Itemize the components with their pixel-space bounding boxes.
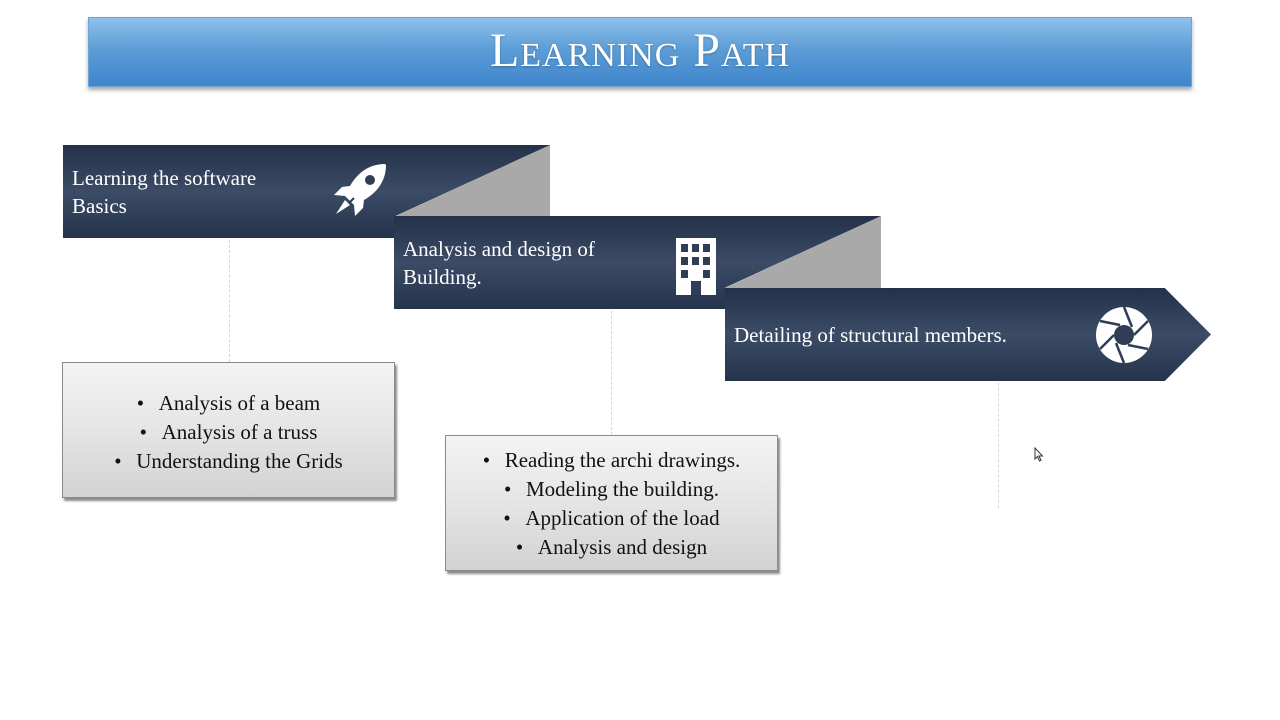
step-1-fold — [394, 145, 550, 217]
step-2-label-line-2: Building. — [403, 265, 482, 289]
topic-text: Analysis of a beam — [158, 391, 321, 415]
bullet: • — [139, 420, 147, 444]
list-item: • Application of the load — [446, 504, 777, 533]
title-bar: Learning Path — [88, 17, 1192, 87]
mouse-cursor-icon — [1034, 447, 1044, 462]
list-item: • Analysis of a beam — [63, 389, 394, 418]
bullet: • — [482, 448, 491, 472]
topic-text: Modeling the building. — [525, 477, 720, 501]
bullet: • — [136, 391, 145, 415]
connector-step-1 — [229, 240, 230, 362]
step-1-topics-list: • Analysis of a beam • Analysis of a truss… — [63, 389, 394, 476]
step-1-label-line-2: Basics — [72, 194, 127, 218]
rocket-icon — [334, 164, 386, 216]
step-1-label-line-1: Learning the software — [72, 166, 257, 190]
step-2-fold — [725, 216, 881, 288]
step-3-label-line-1: Detailing of structural members. — [734, 323, 1007, 347]
topic-text: Reading the archi drawings. — [504, 448, 741, 472]
topic-text: Analysis of a truss — [161, 420, 318, 444]
list-item: • Modeling the building. — [446, 475, 777, 504]
topic-text: Application of the load — [525, 506, 720, 530]
step-1-label: Learning the software Basics — [72, 164, 332, 220]
step-2-topics-box: • Reading the archi drawings. • Modeling t… — [445, 435, 778, 571]
page-title: Learning Path — [489, 24, 791, 77]
list-item: • Understanding the Grids — [63, 447, 394, 476]
list-item: • Reading the archi drawings. — [446, 446, 777, 475]
list-item: • Analysis and design — [446, 533, 777, 562]
step-2-label-line-1: Analysis and design of — [403, 237, 595, 261]
connector-step-3 — [998, 383, 999, 508]
building-icon — [676, 238, 716, 295]
aperture-icon — [1096, 306, 1152, 364]
bullet: • — [503, 506, 511, 530]
step-3-label: Detailing of structural members. — [734, 321, 1094, 349]
step-2-label: Analysis and design of Building. — [403, 235, 673, 291]
topic-text: Analysis and design — [537, 535, 708, 559]
connector-step-2 — [611, 311, 612, 435]
topic-text: Understanding the Grids — [136, 449, 343, 473]
bullet: • — [515, 535, 524, 559]
bullet: • — [114, 449, 122, 473]
step-1-topics-box: • Analysis of a beam • Analysis of a truss… — [62, 362, 395, 498]
bullet: • — [503, 477, 512, 501]
list-item: • Analysis of a truss — [63, 418, 394, 447]
step-2-topics-list: • Reading the archi drawings. • Modeling t… — [446, 446, 777, 562]
